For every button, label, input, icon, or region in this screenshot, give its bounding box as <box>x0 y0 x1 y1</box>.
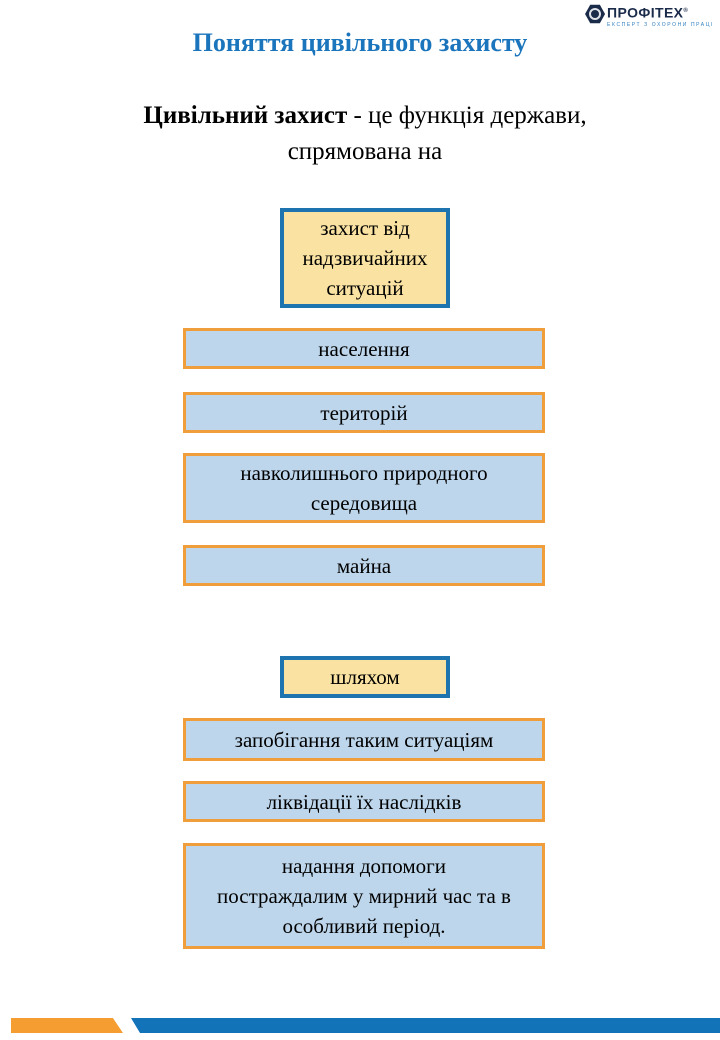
method-header-box: шляхом <box>280 656 450 698</box>
logo: ПРОФІТЕХ® ЕКСПЕРТ З ОХОРОНИ ПРАЦІ <box>585 4 714 28</box>
registered-mark: ® <box>683 8 689 14</box>
definition-rest: - це функція держави, спрямована на <box>287 102 587 165</box>
logo-gear-icon <box>585 4 606 24</box>
target-box-population: населення <box>183 328 545 369</box>
definition-term: Цивільний захист <box>143 102 348 129</box>
logo-text-block: ПРОФІТЕХ® ЕКСПЕРТ З ОХОРОНИ ПРАЦІ <box>607 4 714 28</box>
method-box-assistance: надання допомоги постраждалим у мирний ч… <box>183 843 545 949</box>
method-box-liquidation: ліквідації їх наслідків <box>183 781 545 822</box>
target-box-territories: територій <box>183 392 545 433</box>
definition-text: Цивільний захист - це функція держави, с… <box>115 98 615 170</box>
footer-orange-ribbon <box>11 1018 123 1033</box>
protection-header-box: захист від надзвичайних ситуацій <box>280 208 450 308</box>
slide-title: Поняття цивільного захисту <box>192 28 528 57</box>
logo-ring-shape <box>589 8 602 20</box>
footer-blue-ribbon <box>131 1018 720 1033</box>
method-box-prevention: запобігання таким ситуаціям <box>183 718 545 761</box>
logo-name-text: ПРОФІТЕХ <box>607 4 684 21</box>
target-box-property: майна <box>183 545 545 586</box>
logo-brand-name: ПРОФІТЕХ® <box>607 4 688 21</box>
logo-tagline: ЕКСПЕРТ З ОХОРОНИ ПРАЦІ <box>607 21 714 28</box>
target-box-environment: навколишнього природного середовища <box>183 453 545 523</box>
